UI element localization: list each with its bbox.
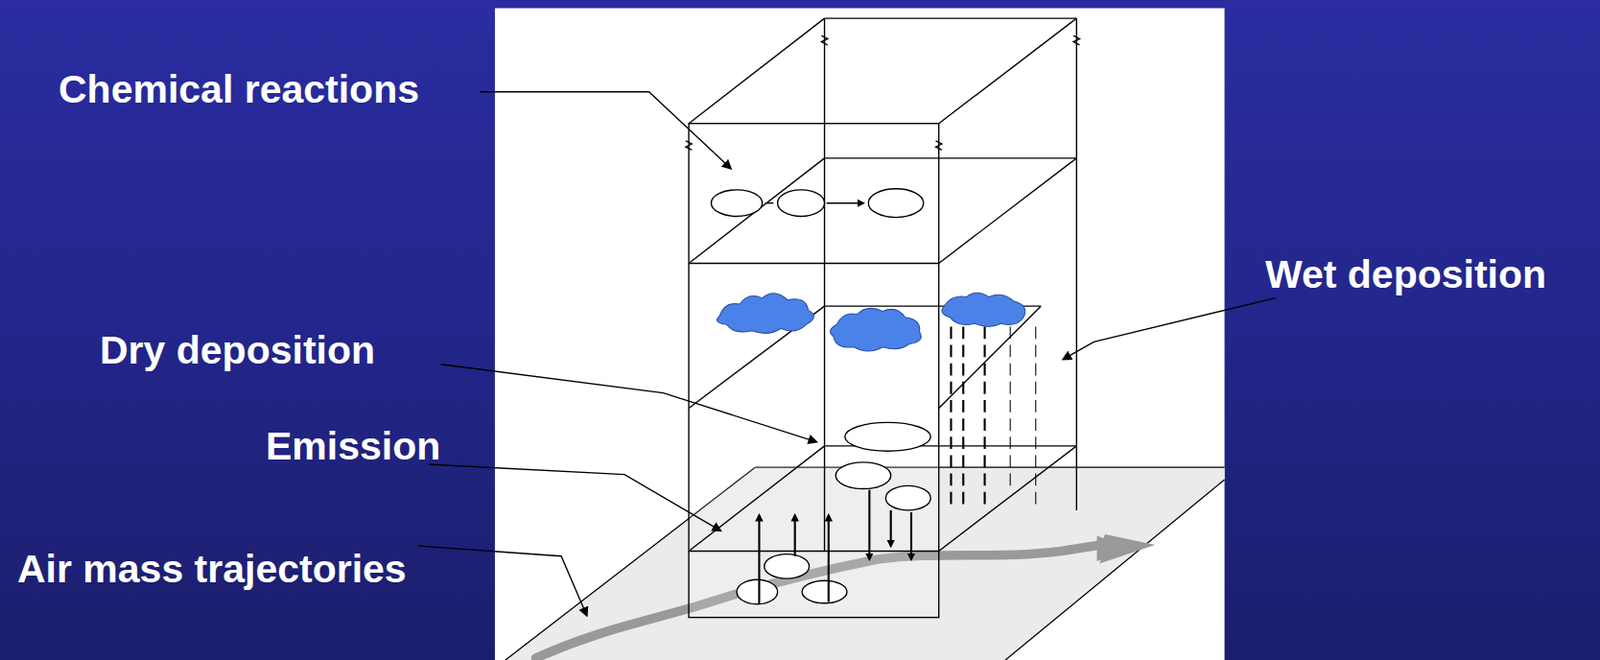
reaction-molecules (710, 188, 923, 218)
rain (950, 326, 1036, 510)
white-panel (494, 8, 1225, 660)
leader-lines (418, 92, 1276, 616)
emitted-molecules (736, 422, 931, 604)
process-label: Dry deposition (99, 330, 376, 371)
grid-column (685, 18, 1081, 617)
clouds (716, 292, 1025, 352)
process-label: Wet deposition (1265, 255, 1547, 295)
flux-arrows (758, 490, 912, 605)
process-label: Chemical reactions (58, 70, 420, 110)
process-label: Emission (265, 426, 441, 467)
process-label: Air mass trajectories (17, 549, 407, 589)
